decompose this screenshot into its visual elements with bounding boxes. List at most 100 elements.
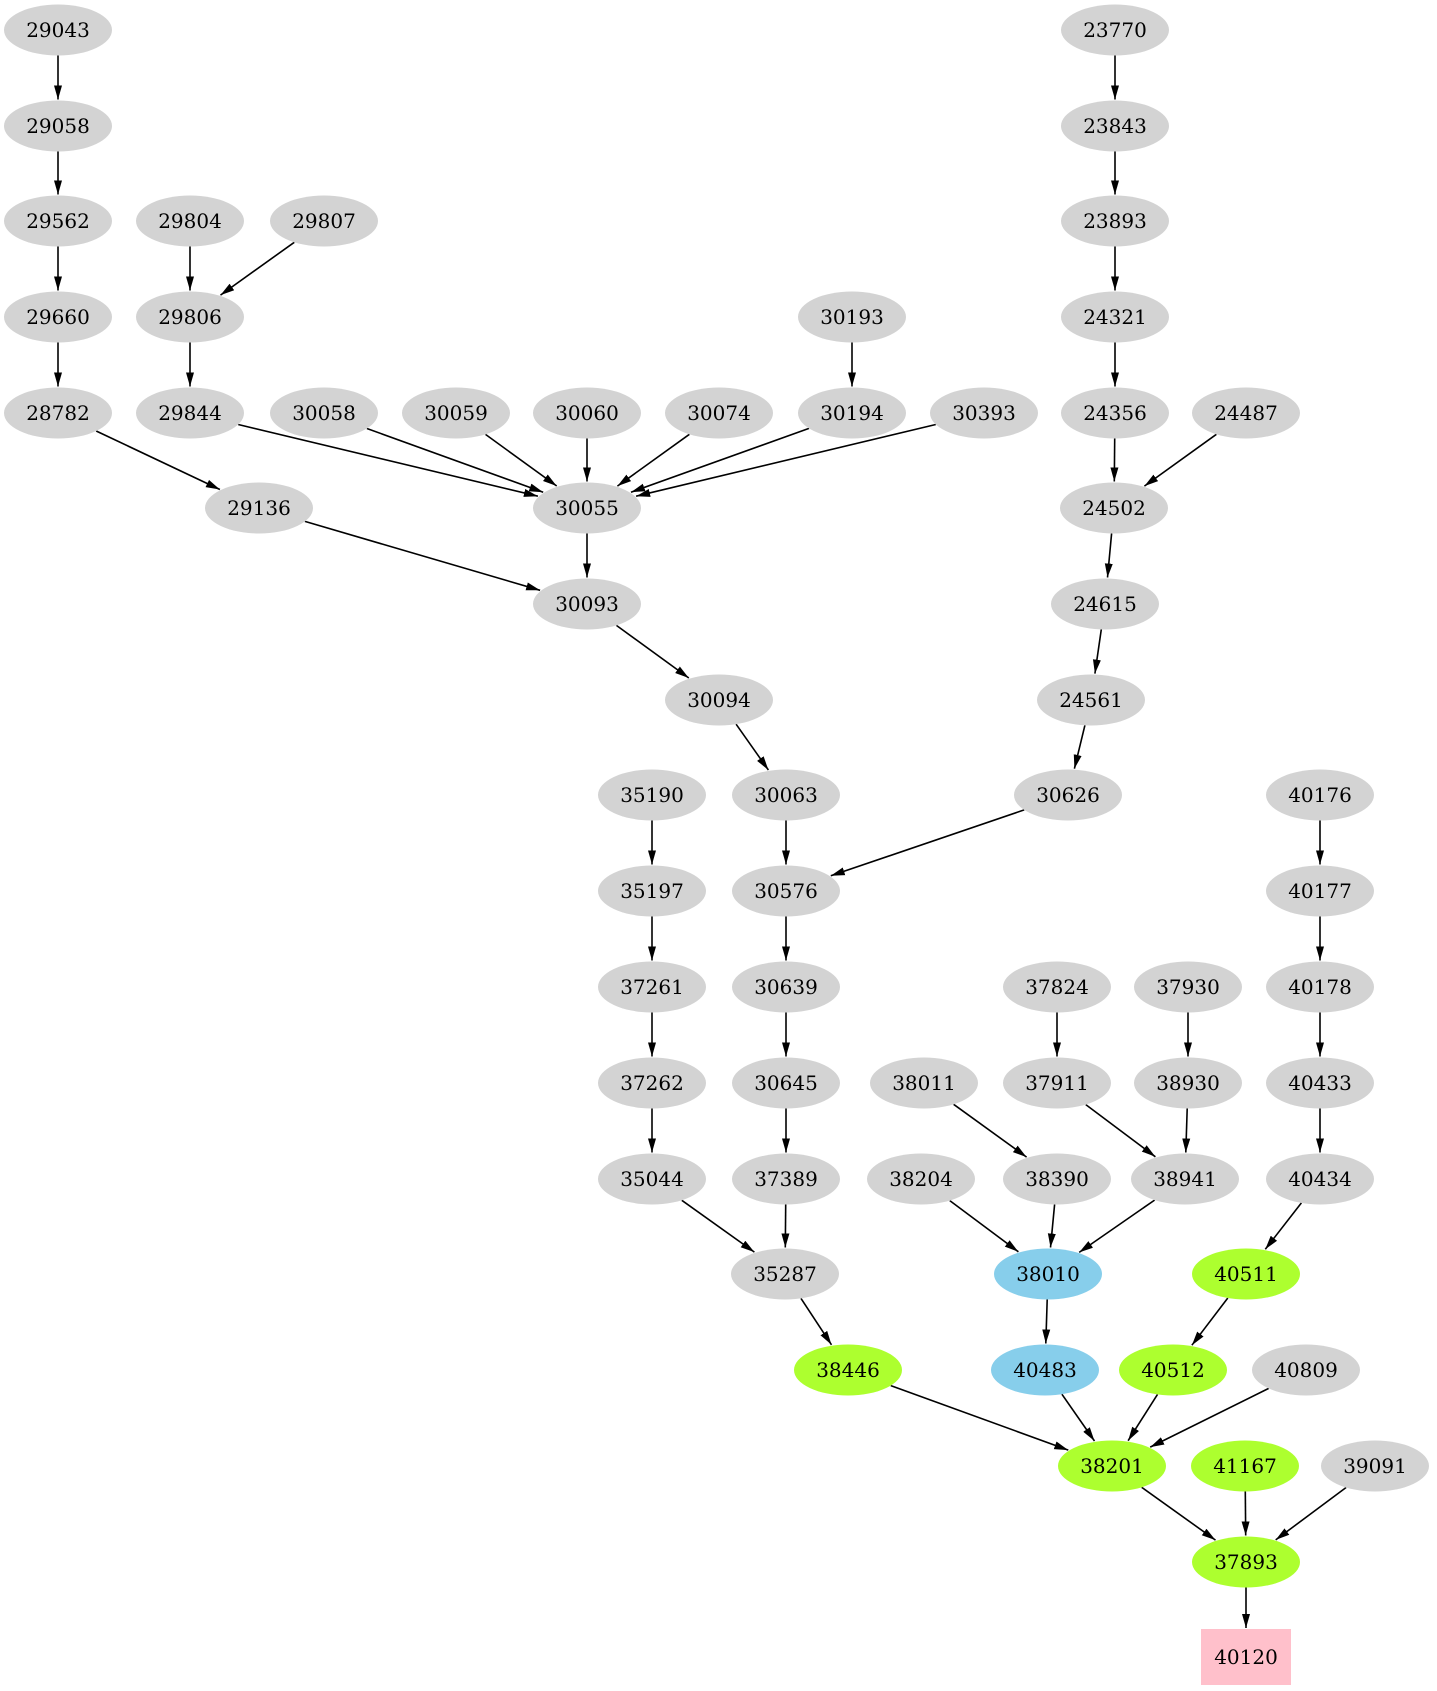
node-label-24561: 24561 (1059, 688, 1123, 712)
edge-38204-38010 (949, 1199, 1019, 1253)
node-30063: 30063 (732, 769, 840, 821)
node-29058: 29058 (4, 100, 112, 152)
node-shape-29562 (4, 195, 112, 247)
node-label-23843: 23843 (1083, 114, 1147, 138)
node-label-29804: 29804 (158, 209, 222, 233)
edge-38930-38941 (1182, 1108, 1191, 1153)
node-shape-30094 (665, 674, 773, 726)
node-label-40120: 40120 (1214, 1645, 1278, 1669)
node-label-23770: 23770 (1083, 18, 1147, 42)
node-29562: 29562 (4, 195, 112, 247)
node-shape-30393 (930, 387, 1038, 439)
node-label-40433: 40433 (1288, 1071, 1352, 1095)
node-38446: 38446 (794, 1344, 902, 1396)
node-label-29136: 29136 (227, 496, 291, 520)
node-shape-40483 (991, 1344, 1099, 1396)
node-shape-30639 (732, 961, 840, 1013)
node-label-30639: 30639 (754, 975, 818, 999)
node-label-29660: 29660 (26, 305, 90, 329)
node-label-29844: 29844 (158, 401, 222, 425)
node-label-40483: 40483 (1013, 1358, 1077, 1382)
node-shape-24561 (1037, 674, 1145, 726)
node-30576: 30576 (732, 865, 840, 917)
edge-29844-30055 (238, 423, 539, 497)
edge-38011-38390 (953, 1103, 1028, 1158)
node-35190: 35190 (598, 769, 706, 821)
node-label-24502: 24502 (1082, 496, 1146, 520)
node-label-29043: 29043 (26, 18, 90, 42)
edge-30094-30063 (735, 723, 770, 771)
node-40177: 40177 (1266, 865, 1374, 917)
edge-30194-30055 (630, 427, 810, 493)
node-30626: 30626 (1014, 769, 1122, 821)
node-label-35287: 35287 (753, 1262, 817, 1286)
node-30194: 30194 (798, 387, 906, 439)
node-shape-38390 (1003, 1153, 1111, 1205)
node-label-37824: 37824 (1025, 975, 1089, 999)
node-30058: 30058 (270, 387, 378, 439)
node-label-30393: 30393 (952, 401, 1016, 425)
node-label-24615: 24615 (1073, 592, 1137, 616)
node-label-35044: 35044 (620, 1167, 684, 1191)
edge-38201-37893 (1141, 1486, 1216, 1541)
edge-40512-38201 (1127, 1393, 1159, 1442)
edges-layer (54, 55, 1347, 1628)
node-label-38446: 38446 (816, 1358, 880, 1382)
node-label-30059: 30059 (424, 401, 488, 425)
node-shape-40434 (1266, 1153, 1374, 1205)
node-30059: 30059 (402, 387, 510, 439)
node-shape-38010 (994, 1248, 1102, 1300)
node-39091: 39091 (1321, 1440, 1429, 1492)
node-shape-30055 (533, 482, 641, 534)
edge-30626-30576 (830, 809, 1025, 877)
node-shape-38446 (794, 1344, 902, 1396)
node-shape-40176 (1266, 769, 1374, 821)
edge-40434-40511 (1264, 1202, 1303, 1250)
edge-38010-40483 (1042, 1299, 1051, 1344)
node-label-30194: 30194 (820, 401, 884, 425)
node-38201: 38201 (1058, 1440, 1166, 1492)
node-label-24321: 24321 (1083, 305, 1147, 329)
node-38011: 38011 (870, 1057, 978, 1109)
node-29136: 29136 (205, 482, 313, 534)
node-37911: 37911 (1003, 1057, 1111, 1109)
node-30193: 30193 (798, 291, 906, 343)
node-shape-24321 (1061, 291, 1169, 343)
node-label-30193: 30193 (820, 305, 884, 329)
node-shape-28782 (4, 387, 112, 439)
node-23770: 23770 (1061, 4, 1169, 56)
node-40512: 40512 (1119, 1344, 1227, 1396)
node-30074: 30074 (665, 387, 773, 439)
node-40176: 40176 (1266, 769, 1374, 821)
node-label-30058: 30058 (292, 401, 356, 425)
node-30055: 30055 (533, 482, 641, 534)
node-shape-40512 (1119, 1344, 1227, 1396)
node-29660: 29660 (4, 291, 112, 343)
node-38930: 38930 (1134, 1057, 1242, 1109)
edge-38446-38201 (890, 1384, 1069, 1451)
node-label-37893: 37893 (1214, 1550, 1278, 1574)
node-38204: 38204 (867, 1153, 975, 1205)
edge-40483-38201 (1061, 1393, 1096, 1442)
edge-29136-30093 (304, 520, 541, 592)
edge-28782-29136 (95, 430, 221, 491)
node-label-40177: 40177 (1288, 879, 1352, 903)
node-24356: 24356 (1061, 387, 1169, 439)
node-label-30093: 30093 (555, 592, 619, 616)
node-40809: 40809 (1252, 1344, 1360, 1396)
node-shape-23843 (1061, 100, 1169, 152)
node-24502: 24502 (1060, 482, 1168, 534)
node-label-35190: 35190 (620, 783, 684, 807)
edge-35287-38446 (800, 1297, 833, 1346)
node-shape-41167 (1191, 1440, 1299, 1492)
node-shape-38941 (1131, 1153, 1239, 1205)
node-shape-29058 (4, 100, 112, 152)
node-30094: 30094 (665, 674, 773, 726)
node-shape-37261 (598, 961, 706, 1013)
node-shape-35287 (731, 1248, 839, 1300)
node-shape-40177 (1266, 865, 1374, 917)
node-shape-29043 (4, 4, 112, 56)
node-shape-29806 (136, 291, 244, 343)
